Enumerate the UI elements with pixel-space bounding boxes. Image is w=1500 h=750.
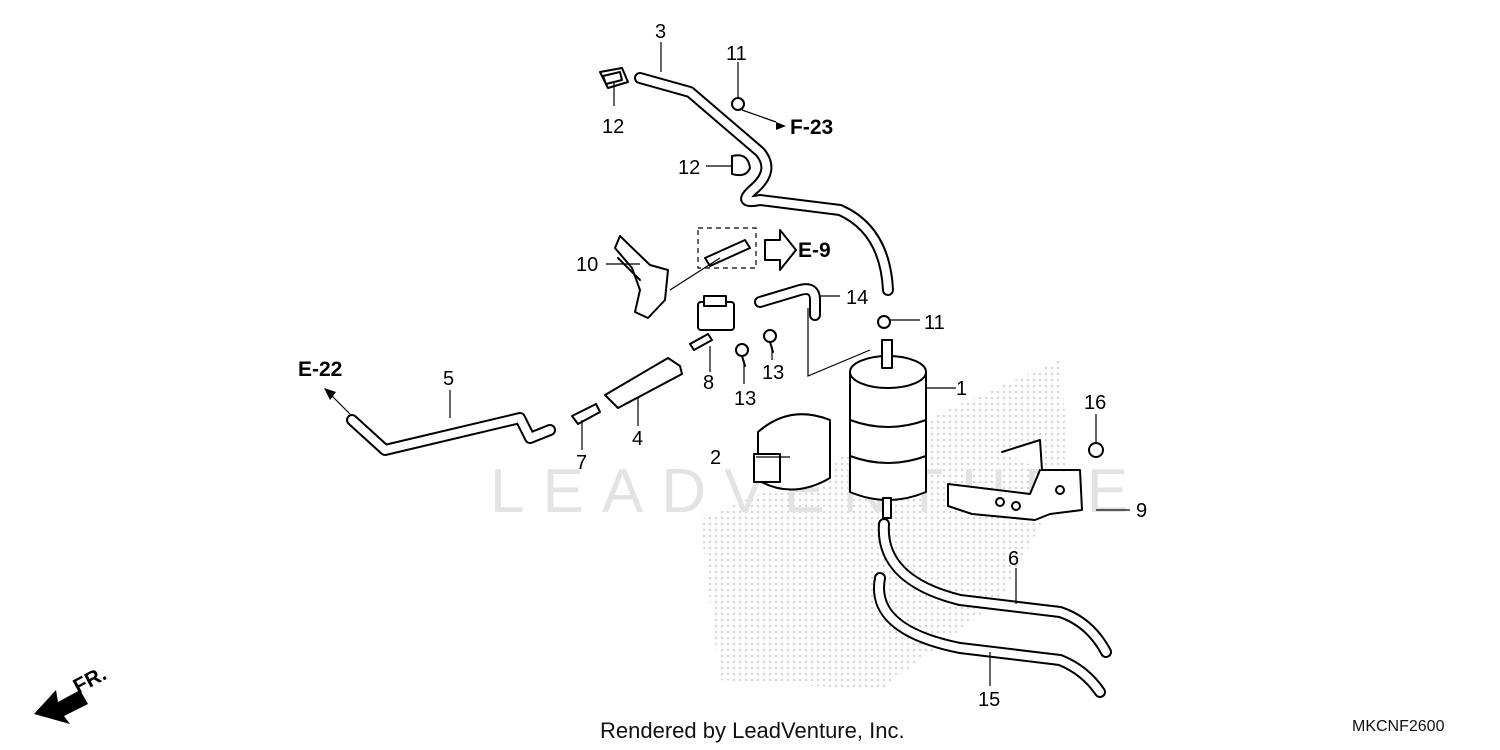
callout-6: 6: [1008, 548, 1019, 570]
part-12-clip-a: [599, 67, 629, 89]
callout-7: 7: [576, 452, 587, 474]
part-8-valve: [689, 295, 735, 351]
ref-e22-label: E-22: [298, 358, 342, 381]
bolt-reference: [697, 227, 757, 269]
part-13-screw-b: [763, 329, 777, 353]
ref-f23-label: F-23: [790, 116, 833, 139]
callout-numbers: 1 2 3 4 5 6 7 8 9 10 11 11 12 12 13 13 1…: [443, 21, 1147, 711]
callout-13-b: 13: [762, 362, 784, 384]
callout-10: 10: [576, 254, 598, 276]
callout-12-mid: 12: [678, 157, 700, 179]
callout-3: 3: [655, 21, 666, 43]
callout-2: 2: [710, 447, 721, 469]
callout-16: 16: [1084, 392, 1106, 414]
front-arrow-icon: [34, 690, 88, 724]
part-11-clamp-upper: [731, 97, 745, 111]
e22-arrow: [324, 388, 351, 415]
leader-lines: [449, 42, 1130, 686]
callout-14: 14: [846, 287, 868, 309]
f23-arrow: [776, 122, 786, 130]
callout-11-lower: 11: [924, 312, 945, 334]
callout-4: 4: [632, 428, 643, 450]
part-4-tube: [604, 357, 683, 409]
part-2-strap: [753, 413, 831, 491]
callout-15: 15: [978, 689, 1000, 711]
part-14-tube: [754, 283, 821, 321]
callout-12-top: 12: [602, 116, 624, 138]
part-6-tube: [877, 518, 1112, 658]
part-3-tube: [634, 72, 894, 296]
part-12-clip-b: [731, 154, 751, 177]
part-13-screw-a: [735, 343, 749, 367]
part-16-bolt: [1088, 442, 1104, 458]
part-15-tube: [873, 572, 1106, 698]
e9-ref-arrow: [764, 229, 797, 271]
callout-8: 8: [703, 372, 714, 394]
part-11-clamp-lower: [877, 315, 891, 329]
part-10-bracket: [614, 235, 669, 319]
part-7-connector: [571, 403, 601, 425]
callout-5: 5: [443, 368, 454, 390]
part-1-canister: [849, 339, 927, 519]
render-credit: Rendered by LeadVenture, Inc.: [600, 718, 905, 743]
part-5-tube: [346, 412, 556, 456]
ref-e9-label: E-9: [798, 239, 831, 262]
callout-9: 9: [1136, 500, 1147, 522]
callout-11-top: 11: [726, 43, 747, 65]
part-9-bracket: [947, 439, 1083, 521]
diagram-code: MKCNF2600: [1352, 718, 1445, 735]
callout-13-a: 13: [734, 388, 756, 410]
callout-1: 1: [956, 378, 967, 400]
